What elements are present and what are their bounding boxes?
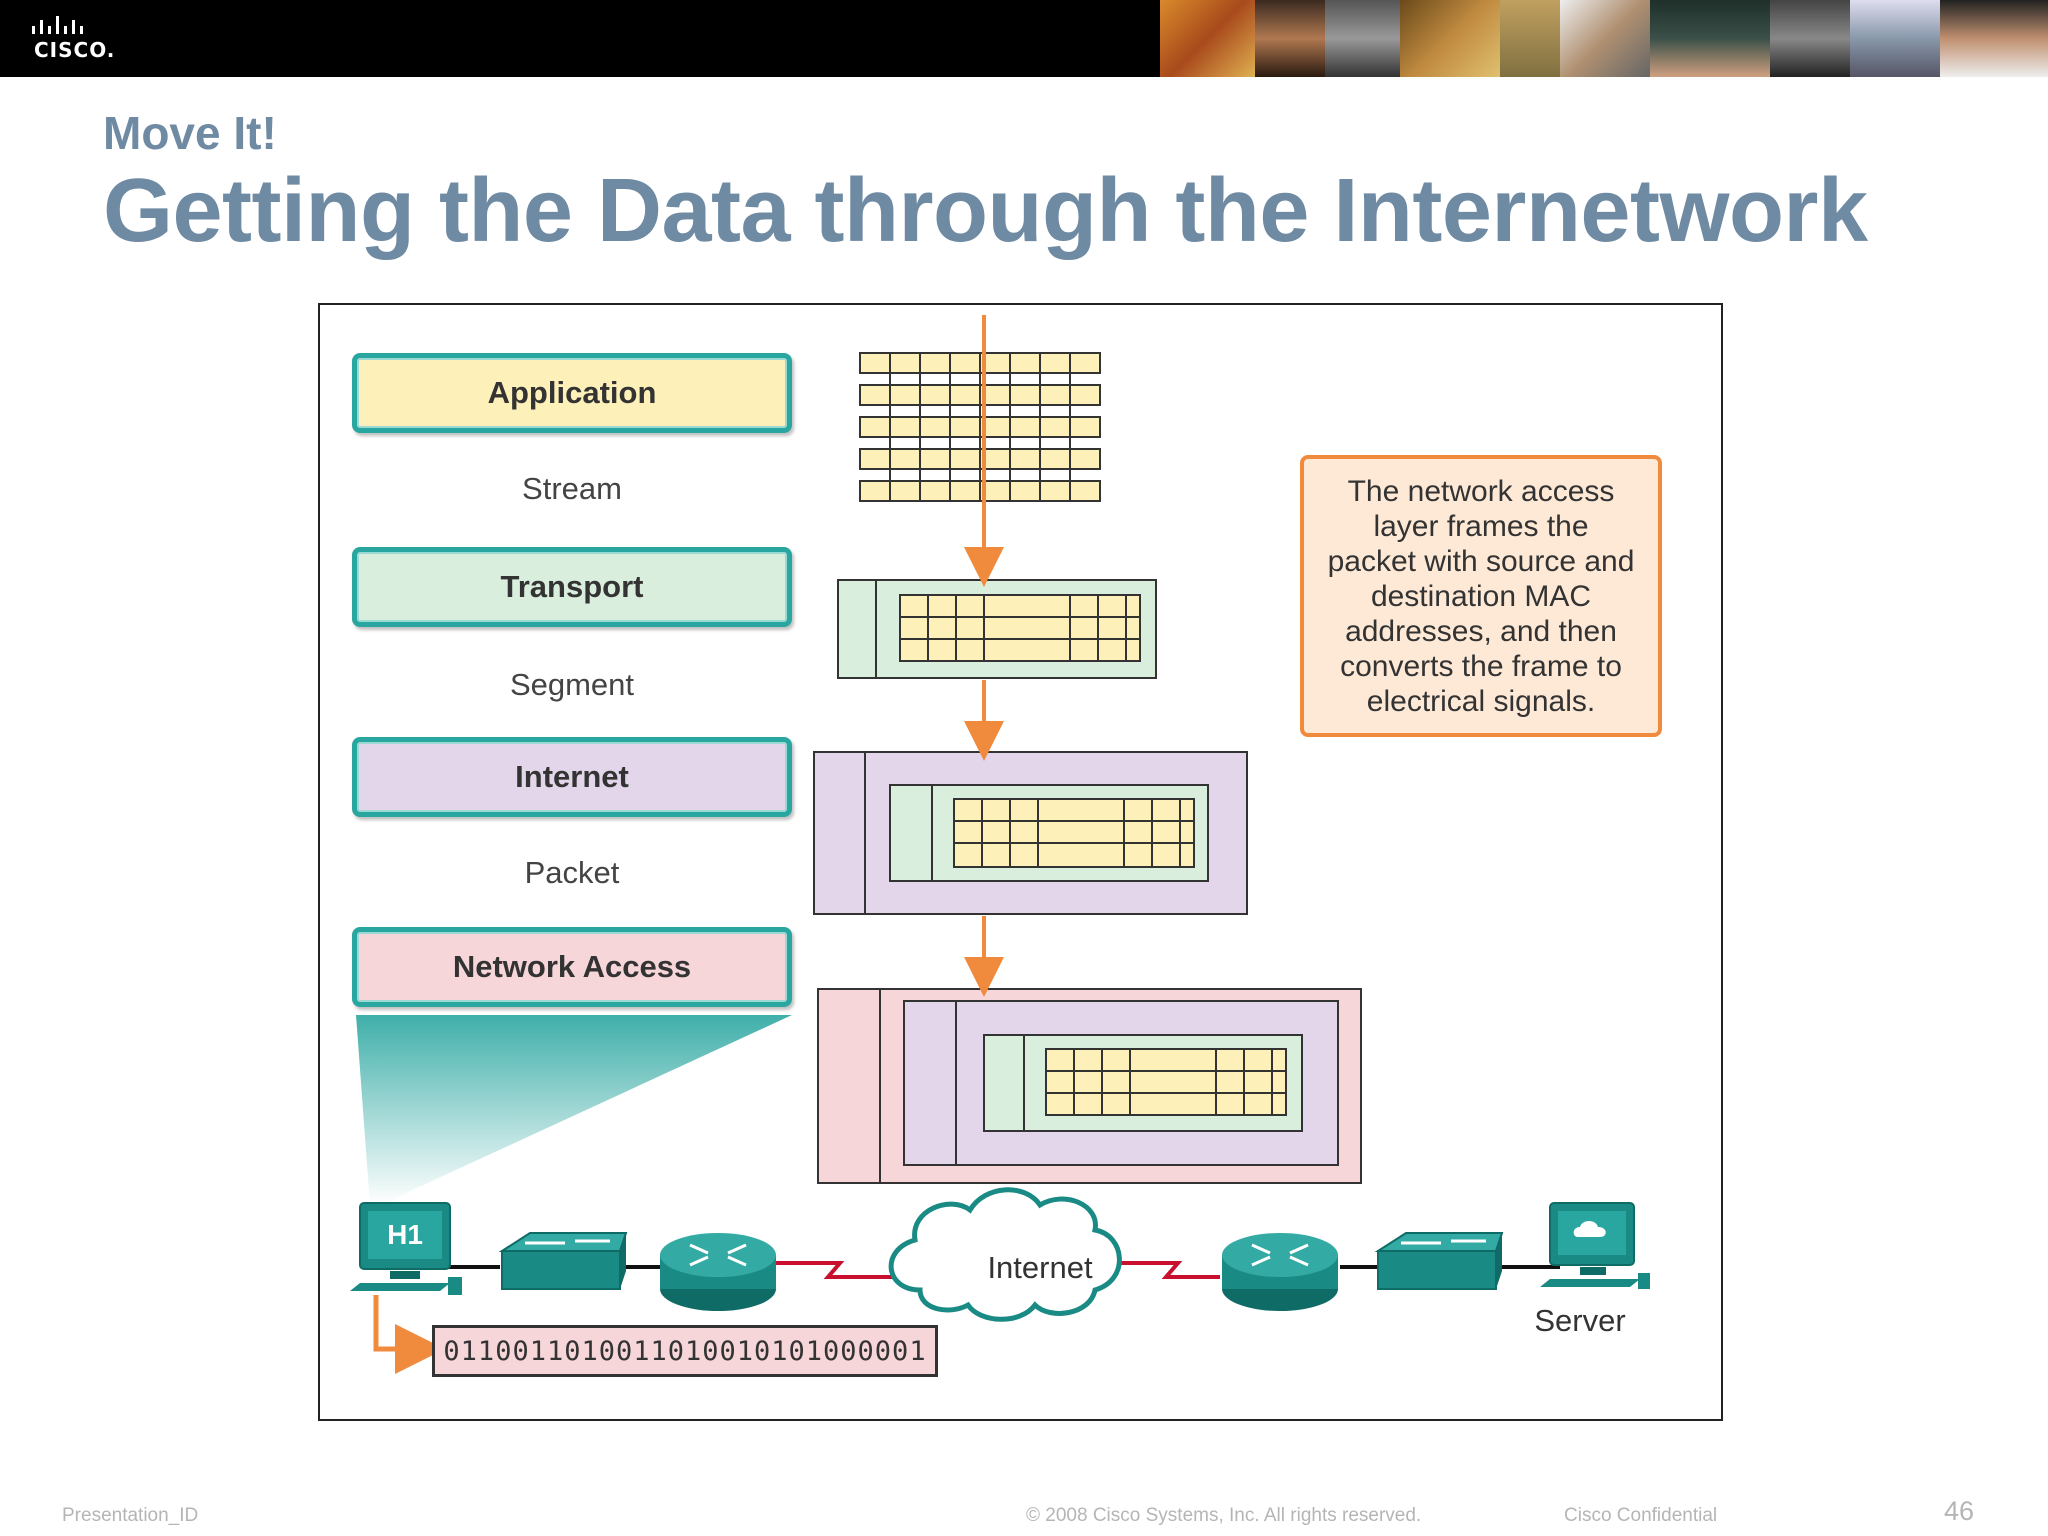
footer-confidential: Cisco Confidential	[1564, 1505, 1718, 1526]
segment-icon	[837, 579, 1157, 679]
cisco-logo: CISCO.	[30, 14, 120, 64]
server-icon[interactable]	[1540, 1202, 1650, 1289]
bits-arrow	[373, 1295, 445, 1374]
stream-data-icon	[859, 352, 1101, 502]
cisco-logo-text: CISCO.	[34, 38, 116, 62]
photo-6	[1560, 0, 1650, 77]
pdu-segment-label: Segment	[509, 667, 635, 702]
photo-9	[1850, 0, 1940, 77]
switch-right-icon[interactable]	[1374, 1232, 1504, 1290]
pdu-packet-label: Packet	[524, 855, 620, 890]
layer-network-access: Network Access	[352, 927, 792, 1007]
server-label: Server	[1534, 1303, 1626, 1338]
footer-copyright: © 2008 Cisco Systems, Inc. All rights re…	[1026, 1505, 1422, 1526]
photo-3	[1325, 0, 1400, 77]
frame-icon	[817, 988, 1362, 1184]
slide-subtitle: Move It!	[103, 107, 277, 159]
wan-links	[776, 1261, 1220, 1279]
internet-cloud-icon[interactable]	[888, 1187, 1122, 1322]
pdu-stream-label: Stream	[522, 471, 622, 506]
photo-4	[1400, 0, 1500, 77]
encapsulation-figure: H1 Application Stream Transport Segment …	[318, 303, 1723, 1421]
callout-text: The network access layer frames the pack…	[1327, 474, 1635, 718]
host-h1-label: H1	[387, 1219, 423, 1250]
internet-cloud-label: Internet	[987, 1250, 1093, 1285]
photo-2	[1255, 0, 1325, 77]
layer-application: Application	[352, 353, 792, 433]
layer-transport-label: Transport	[500, 569, 644, 604]
router-left-icon[interactable]	[660, 1233, 776, 1311]
network-access-beam	[356, 1015, 792, 1205]
photo-10	[1940, 0, 2048, 77]
router-right-icon[interactable]	[1222, 1233, 1338, 1311]
encapsulation-diagram	[350, 315, 1650, 1374]
bit-stream: 0110011010011010010101000001	[432, 1325, 938, 1377]
layer-application-label: Application	[487, 375, 657, 410]
host-h1-icon[interactable]	[350, 1202, 462, 1295]
layer-transport: Transport	[352, 547, 792, 627]
slide-title: Getting the Data through the Internetwor…	[103, 161, 1868, 261]
network-access-callout: The network access layer frames the pack…	[1300, 455, 1662, 737]
top-banner: CISCO.	[0, 0, 2048, 77]
layer-network-access-label: Network Access	[452, 949, 692, 984]
photo-strip	[1160, 0, 2048, 77]
cisco-logo-bars-icon	[32, 16, 83, 34]
photo-8	[1770, 0, 1850, 77]
photo-5	[1500, 0, 1560, 77]
page-number: 46	[1944, 1496, 1975, 1526]
photo-7	[1650, 0, 1770, 77]
packet-icon	[813, 751, 1248, 915]
layer-internet-label: Internet	[515, 759, 629, 794]
photo-1	[1160, 0, 1255, 77]
switch-left-icon[interactable]	[498, 1232, 628, 1290]
footer-presentation-id: Presentation_ID	[62, 1505, 199, 1526]
layer-internet: Internet	[352, 737, 792, 817]
